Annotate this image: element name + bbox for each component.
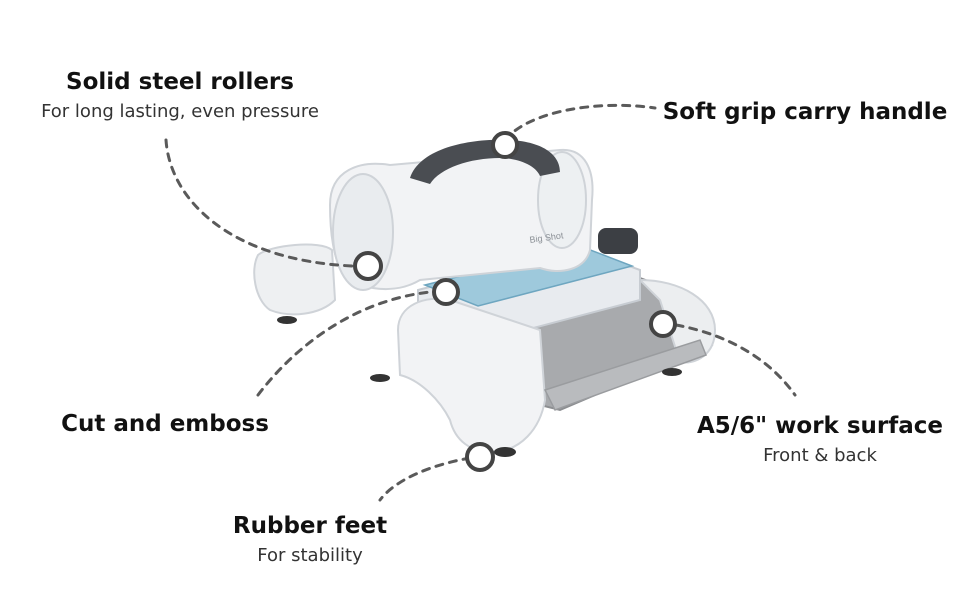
rear-left-base	[253, 243, 337, 316]
leader-line-emboss	[256, 290, 432, 397]
marker-work-surface	[649, 310, 677, 338]
marker-feet	[465, 442, 495, 472]
front-platform-edge	[543, 339, 707, 411]
callout-work-surface-subtitle: Front & back	[763, 445, 877, 466]
callout-work-surface: A5/6" work surface Front & back	[690, 412, 950, 468]
crank-handle	[598, 228, 638, 254]
marker-emboss	[432, 278, 460, 306]
callout-handle: Soft grip carry handle	[660, 98, 950, 126]
callout-work-surface-title: A5/6" work surface	[696, 413, 944, 439]
callout-rollers-title: Solid steel rollers	[66, 69, 294, 95]
marker-rollers	[353, 251, 383, 281]
callout-feet-title: Rubber feet	[232, 513, 388, 539]
brand-mark: Big Shot	[529, 230, 565, 245]
leader-line-rollers	[164, 138, 354, 268]
callout-markers	[353, 131, 677, 472]
callout-emboss: Cut and emboss	[60, 410, 270, 438]
rear-left-foot	[277, 316, 297, 324]
front-left-foot	[494, 447, 516, 457]
callout-feet: Rubber feet For stability	[225, 512, 395, 568]
callout-feet-subtitle: For stability	[257, 545, 363, 566]
leader-line-work-surface	[674, 323, 797, 397]
leader-line-feet	[378, 456, 472, 502]
marker-handle	[491, 131, 519, 159]
callout-rollers-subtitle: For long lasting, even pressure	[41, 101, 319, 122]
middle-foot	[370, 374, 390, 382]
callout-handle-title: Soft grip carry handle	[662, 99, 948, 125]
carry-handle	[410, 139, 560, 184]
callout-rollers: Solid steel rollers For long lasting, ev…	[30, 68, 330, 124]
leader-lines	[164, 103, 797, 502]
front-right-foot	[662, 368, 682, 376]
callout-emboss-title: Cut and emboss	[61, 411, 269, 437]
right-roller-cap	[537, 151, 587, 249]
leader-line-handle	[503, 103, 657, 142]
